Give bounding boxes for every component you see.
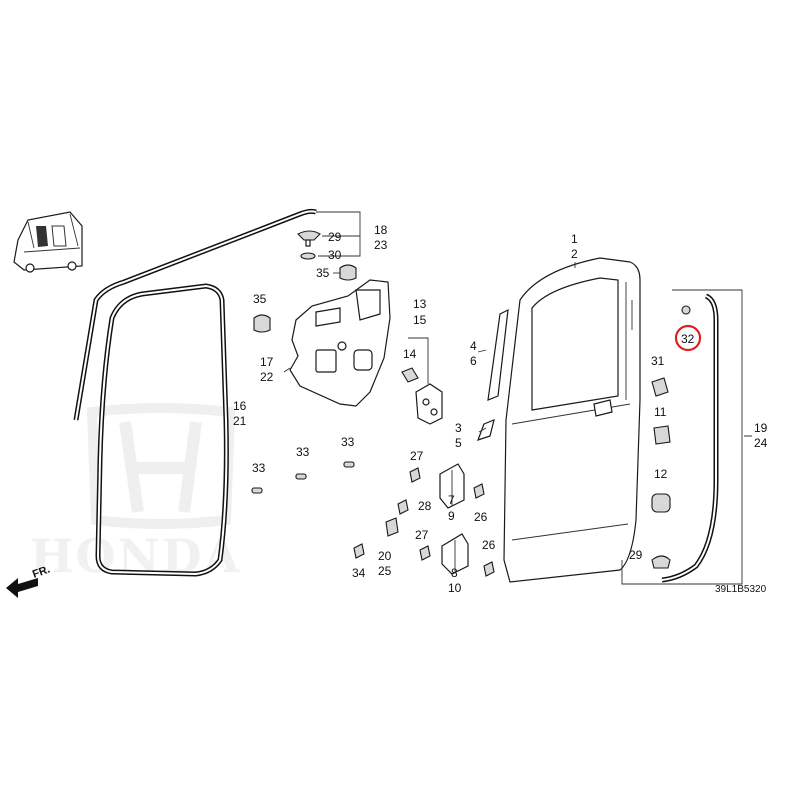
- honda-watermark: HONDA: [30, 403, 239, 583]
- callout-26-lower: 26: [482, 538, 496, 552]
- callout-15: 15: [413, 313, 427, 327]
- car-location-thumbnail: [13, 211, 83, 273]
- hinge-upper: [439, 463, 465, 509]
- clip-group-top: [253, 230, 357, 333]
- callout-3: 3: [455, 421, 462, 435]
- callout-21: 21: [233, 414, 247, 428]
- callout-7: 7: [448, 493, 455, 507]
- callout-33-right: 33: [341, 435, 355, 449]
- roof-weatherstrip: [73, 208, 317, 421]
- door-weatherstrip-19-24: [621, 289, 743, 585]
- callout-8: 8: [451, 566, 458, 580]
- callout-14: 14: [403, 347, 417, 361]
- callout-27-upper: 27: [410, 449, 424, 463]
- callout-28: 28: [418, 499, 432, 513]
- callout-22: 22: [260, 370, 274, 384]
- callout-4: 4: [470, 339, 477, 353]
- callout-31: 31: [651, 354, 665, 368]
- bracket-18-23: [316, 211, 361, 257]
- leader-lines: [477, 262, 752, 437]
- door-panel: [503, 257, 641, 583]
- callout-29-upper: 29: [328, 230, 342, 244]
- callout-18: 18: [374, 223, 388, 237]
- callout-35-upper: 35: [316, 266, 330, 280]
- front-direction-arrow: FR.: [6, 563, 52, 598]
- callout-13: 13: [413, 297, 427, 311]
- callout-labels: 1 2 3 4 5 6 7 8 9 10 11 12 13 14 15 16 1…: [233, 223, 768, 595]
- hinge-lower: [441, 533, 469, 575]
- callout-9: 9: [448, 509, 455, 523]
- callout-35-lower: 35: [253, 292, 267, 306]
- callout-26-upper: 26: [474, 510, 488, 524]
- callout-1: 1: [571, 232, 578, 246]
- callout-20: 20: [378, 549, 392, 563]
- door-hole-seal: [283, 279, 391, 407]
- door-opening-weatherstrip: [95, 283, 229, 577]
- door-bushings: [651, 377, 671, 569]
- callout-12: 12: [654, 467, 668, 481]
- callout-30: 30: [328, 248, 342, 262]
- honda-h-mark: [119, 421, 202, 513]
- front-label: FR.: [31, 563, 52, 580]
- callout-5: 5: [455, 436, 462, 450]
- callout-16: 16: [233, 399, 247, 413]
- sash-garnish: [476, 308, 509, 441]
- callout-33-middle: 33: [296, 445, 310, 459]
- callout-6: 6: [470, 354, 477, 368]
- callout-32: 32: [681, 332, 695, 346]
- clips-33: [251, 461, 355, 494]
- highlight-ring-32: [674, 324, 702, 352]
- callout-2: 2: [571, 247, 578, 261]
- door-latch: [401, 337, 443, 425]
- diagram-code: 39L1B5320: [715, 584, 767, 595]
- callout-34: 34: [352, 566, 366, 580]
- callout-10: 10: [448, 581, 462, 595]
- callout-11: 11: [654, 405, 667, 419]
- callout-23: 23: [374, 238, 388, 252]
- callout-29-lower: 29: [629, 548, 643, 562]
- callout-24: 24: [754, 436, 768, 450]
- callout-19: 19: [754, 421, 768, 435]
- bolts: [353, 467, 495, 577]
- callout-25: 25: [378, 564, 392, 578]
- callout-33-left: 33: [252, 461, 266, 475]
- callout-17: 17: [260, 355, 274, 369]
- callout-27-lower: 27: [415, 528, 429, 542]
